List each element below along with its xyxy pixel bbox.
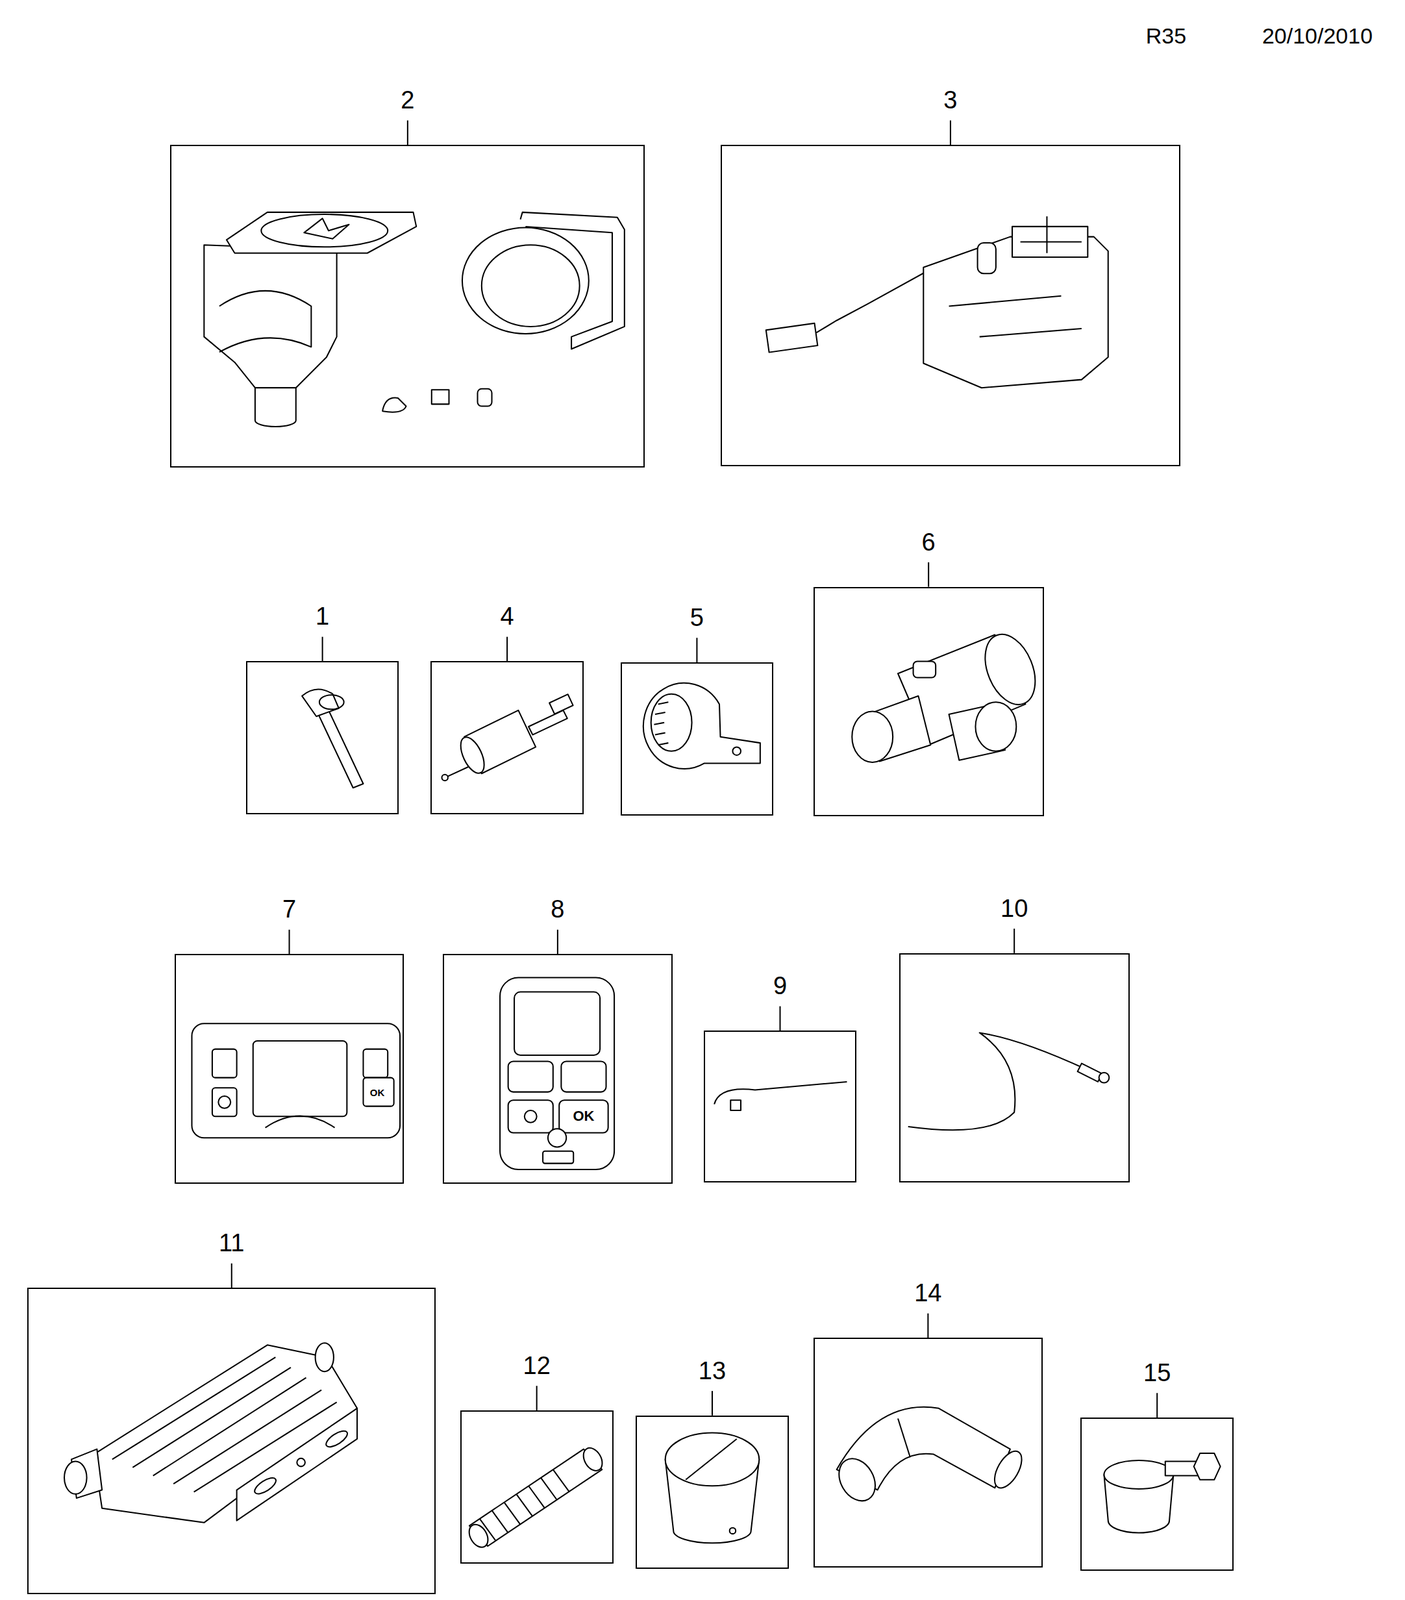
callout-number: 3 [940, 86, 960, 114]
leader-line [536, 1385, 538, 1411]
callout-number: 1 [312, 602, 332, 630]
part-box: 8 [442, 953, 673, 1184]
leader-line [927, 562, 930, 587]
leader-line [711, 1390, 713, 1416]
leader-line [557, 929, 559, 955]
antenna-cable [908, 1032, 1110, 1130]
leader-line [506, 636, 508, 662]
exhaust-clamp [1103, 1453, 1220, 1533]
leader-line [1156, 1392, 1158, 1418]
leader-line [949, 120, 952, 145]
fuel-pump [442, 694, 574, 781]
control-panel [191, 1023, 400, 1138]
leader-line [696, 637, 698, 663]
remote-control [499, 977, 615, 1170]
bracket-kit [203, 212, 624, 427]
leader-line [407, 120, 409, 145]
callout-number: 7 [279, 895, 299, 923]
leader-line [231, 1263, 233, 1289]
callout-number: 5 [687, 603, 707, 632]
part-box: 10 [899, 953, 1130, 1183]
callout-number: 6 [919, 528, 939, 556]
button-label: OK [370, 1087, 386, 1098]
callout-number: 14 [911, 1279, 945, 1307]
elbow-pipe [831, 1406, 1028, 1507]
page-header: 20/10/2010 [1262, 24, 1373, 47]
part-box: 13 [635, 1415, 789, 1569]
part-box: 7 [174, 953, 405, 1184]
leader-line [322, 636, 324, 662]
part-box: 5 [620, 662, 774, 816]
wire-harness [714, 1081, 847, 1111]
sensor [301, 689, 363, 789]
leader-line [1013, 928, 1015, 954]
leader-line [288, 929, 291, 955]
part-box: 3 [720, 144, 1182, 467]
pipe-clamp [643, 683, 761, 769]
leader-line [927, 1313, 929, 1339]
water-valve [851, 627, 1045, 763]
heat-exchanger [64, 1342, 358, 1523]
part-box: 4 [430, 660, 584, 815]
part-box: 15 [1080, 1417, 1234, 1571]
part-box: 12 [460, 1410, 614, 1564]
part-box: 11 [27, 1287, 436, 1594]
callout-number: 13 [696, 1356, 729, 1385]
corrugated-hose [465, 1444, 607, 1551]
callout-number: 10 [997, 894, 1031, 922]
part-box: 1 [246, 660, 400, 815]
heater-unit [766, 216, 1109, 388]
part-box: 2 [170, 144, 645, 468]
button-label: OK [573, 1108, 595, 1124]
part-box: 9 [703, 1030, 856, 1183]
page-header: R35 [1145, 24, 1187, 47]
leader-line [779, 1006, 781, 1032]
part-box: 14 [813, 1337, 1044, 1568]
part-box: 6 [813, 586, 1045, 817]
callout-number: 9 [770, 971, 790, 1000]
callout-number: 4 [497, 602, 517, 630]
callout-number: 8 [547, 895, 567, 923]
callout-number: 12 [520, 1351, 554, 1380]
sleeve [665, 1432, 760, 1544]
leader-lines [231, 120, 1157, 1418]
callout-number: 11 [216, 1229, 247, 1257]
callout-number: 2 [397, 86, 417, 114]
callout-number: 15 [1140, 1358, 1174, 1387]
